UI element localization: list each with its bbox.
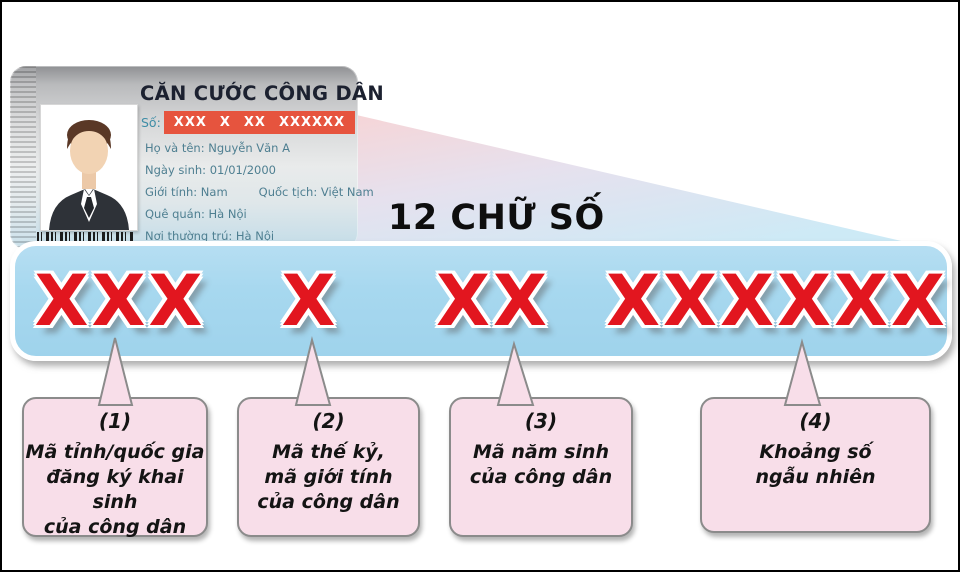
portrait-photo [40,104,138,231]
callout-box-4: (4) Khoảng số ngẫu nhiên [700,397,931,533]
digit-group-birth-year: XX [436,260,550,342]
digit-group-random: XXXXXX [606,260,948,342]
field-gender-nationality: Giới tính: Nam Quốc tịch: Việt Nam [145,181,374,203]
digit-group-century-gender: X [281,260,339,342]
callout-number: (3) [524,409,558,433]
id-number-group: XX [243,115,266,130]
digits-bar: XXX X XX XXXXXX [10,241,952,361]
field-dob: Ngày sinh: 01/01/2000 [145,163,276,177]
id-number-group: XXX [173,115,207,130]
callout-line: của công dân [469,466,613,488]
field-nationality: Quốc tịch: Việt Nam [258,185,374,199]
person-avatar-icon [41,105,137,230]
card-title: CĂN CƯỚC CÔNG DÂN [140,82,384,105]
id-number-label: Số: [141,115,161,130]
callout-line: ngẫu nhiên [755,466,876,488]
callout-number: (2) [312,409,345,433]
digit-group-province: XXX [34,260,206,342]
card-guilloche-texture [10,66,36,249]
callout-line: Khoảng số [759,441,872,463]
pointer-2 [294,336,332,406]
id-number-highlight: XXX X XX XXXXXX [163,111,356,134]
field-name: Họ và tên: Nguyễn Văn A [145,141,290,155]
pointer-4 [783,338,822,406]
callout-line: Mã tỉnh/quốc gia [25,441,205,463]
field-residence: Nơi thường trú: Hà Nội [145,229,275,243]
callout-box-2: (2) Mã thế kỷ, mã giới tính của công dân [237,397,420,537]
callout-box-1: (1) Mã tỉnh/quốc gia đăng ký khai sinh c… [22,397,208,538]
field-gender: Giới tính: Nam [145,185,228,199]
callout-line: Mã thế kỷ, [272,441,385,463]
callout-line: đăng ký khai sinh [46,466,184,513]
callout-number: (4) [799,409,832,433]
callout-line: mã giới tính [264,466,393,488]
digit-count-headline: 12 CHỮ SỐ [388,198,605,238]
pointer-3 [496,340,535,406]
callout-number: (1) [98,409,132,433]
callout-line: của công dân [43,516,187,538]
id-number-group: XXXXXX [278,115,346,130]
pointer-1 [97,337,134,406]
callout-box-3: (3) Mã năm sinh của công dân [449,397,633,537]
id-card: CĂN CƯỚC CÔNG DÂN Số: XXX X XX XXXXXX Họ… [10,66,384,249]
id-number-group: X [219,115,231,130]
field-hometown: Quê quán: Hà Nội [145,207,247,221]
callout-line: Mã năm sinh [473,441,609,463]
id-number-row: Số: XXX X XX XXXXXX [141,111,356,134]
callout-line: của công dân [257,491,400,513]
card-fields: Họ và tên: Nguyễn Văn A Ngày sinh: 01/01… [145,137,374,247]
